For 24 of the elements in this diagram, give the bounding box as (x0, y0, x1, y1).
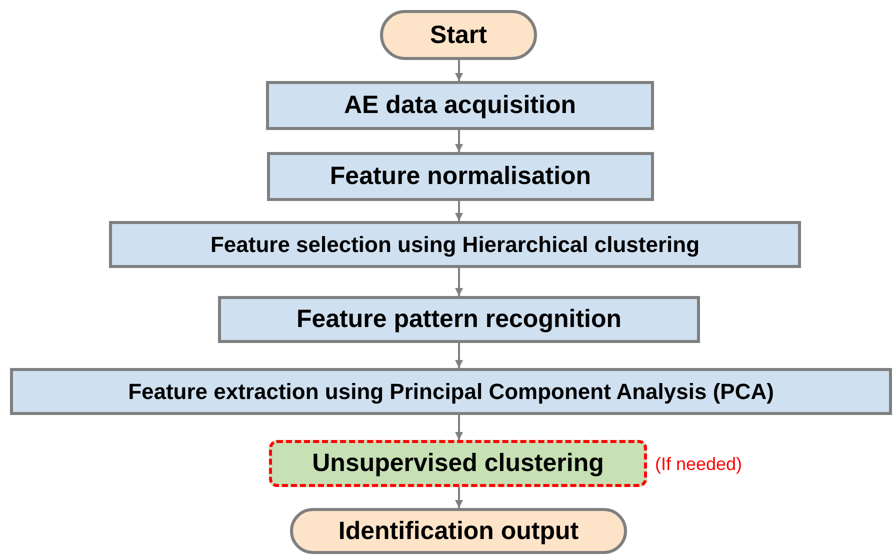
node-label: Start (430, 22, 487, 48)
node-label: Unsupervised clustering (312, 451, 604, 476)
terminal-pill (290, 508, 627, 554)
node-label: Identification output (338, 518, 579, 544)
node-label: AE data acquisition (344, 93, 576, 118)
arrow (455, 487, 463, 508)
terminal-pill (380, 10, 537, 60)
node-label: Feature selection using Hierarchical clustering (210, 234, 700, 256)
arrow (455, 130, 463, 152)
arrow (455, 343, 463, 368)
node-label: Feature normalisation (330, 164, 592, 189)
process-box (10, 368, 892, 415)
process-box (267, 152, 654, 201)
node-label: Feature extraction using Principal Component Analysis (PCA) (128, 380, 774, 402)
note-text: (If needed) (655, 453, 742, 476)
arrow (455, 60, 463, 81)
arrow (455, 415, 463, 440)
process-box (266, 81, 654, 130)
optional-process-box (269, 440, 647, 487)
arrow (455, 201, 463, 221)
process-box (218, 296, 700, 343)
process-box (109, 221, 801, 268)
node-label: Feature pattern recognition (296, 307, 622, 332)
arrow (455, 268, 463, 296)
